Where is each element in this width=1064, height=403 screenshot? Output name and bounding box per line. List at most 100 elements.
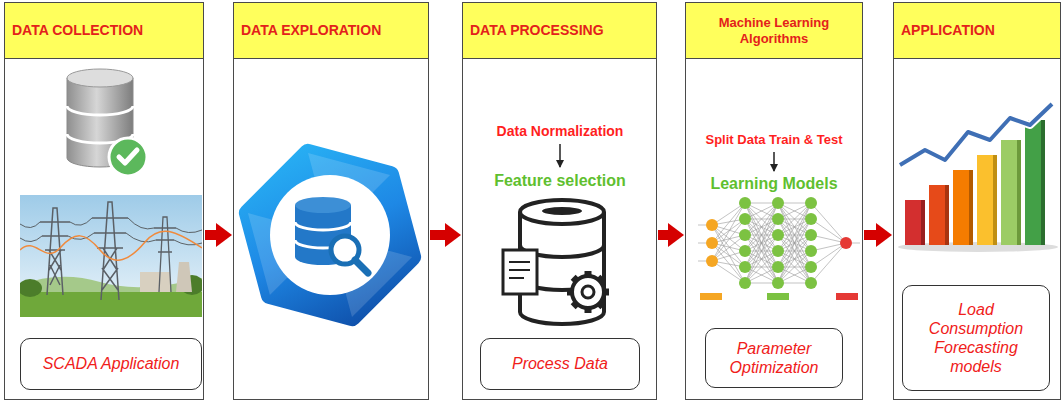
data-exploration-icon xyxy=(355,260,368,273)
power-line-photo xyxy=(20,292,202,317)
neural-network xyxy=(767,293,789,300)
neural-network xyxy=(778,203,811,283)
neural-network xyxy=(852,243,860,244)
growth-bar-chart xyxy=(1041,120,1045,245)
header-band: DATA EXPLORATION xyxy=(234,3,428,59)
neural-network xyxy=(772,277,784,289)
neural-network xyxy=(840,237,852,249)
neural-network xyxy=(772,261,784,273)
step-label: Split Data Train & Test xyxy=(705,132,842,148)
neural-network xyxy=(778,203,811,251)
stage-panel: APPLICATION Load Consumption Forecasting … xyxy=(893,2,1061,400)
neural-network xyxy=(811,219,846,243)
power-line-photo xyxy=(20,195,202,317)
neural-network xyxy=(836,293,858,300)
growth-bar-chart xyxy=(905,200,925,245)
header-band: DATA COLLECTION xyxy=(5,3,203,59)
neural-network xyxy=(698,243,706,244)
result-box: Load Consumption Forecasting models xyxy=(902,285,1050,391)
power-line-photo xyxy=(154,217,176,292)
neural-network xyxy=(772,229,784,241)
growth-bar-chart xyxy=(1001,140,1021,245)
neural-network xyxy=(739,261,751,273)
header-band: Machine Learning Algorithms xyxy=(686,3,862,59)
neural-network xyxy=(706,237,718,249)
growth-bar-chart xyxy=(953,170,973,245)
neural-network xyxy=(739,277,751,289)
neural-network xyxy=(698,225,706,226)
step-label: Feature selection xyxy=(494,171,626,190)
neural-network xyxy=(805,229,817,241)
power-line-photo xyxy=(176,262,192,292)
neural-network xyxy=(706,255,718,267)
growth-bar-chart xyxy=(1017,140,1021,245)
flow-arrow xyxy=(864,230,878,240)
result-text: Load Consumption Forecasting models xyxy=(923,300,1029,377)
data-exploration-icon xyxy=(229,142,431,328)
neural-network xyxy=(739,245,751,257)
growth-bar-chart xyxy=(1025,120,1045,245)
neural-network xyxy=(745,235,778,283)
neural-network xyxy=(805,261,817,273)
neural-network xyxy=(778,235,811,283)
stage-title: DATA PROCESSING xyxy=(470,22,604,39)
flow-arrow xyxy=(205,230,218,240)
database-icon xyxy=(67,69,133,87)
power-line-photo xyxy=(20,231,202,260)
database-gear-icon xyxy=(503,200,609,324)
neural-network xyxy=(739,213,751,225)
neural-network xyxy=(778,235,811,283)
neural-network xyxy=(745,235,778,283)
power-line-photo xyxy=(20,195,202,317)
result-box: SCADA Application xyxy=(20,338,202,390)
neural-network xyxy=(772,213,784,225)
neural-network xyxy=(778,203,811,251)
growth-bar-chart xyxy=(898,104,1058,252)
power-line-photo xyxy=(20,279,42,297)
database-gear-icon xyxy=(582,286,594,298)
growth-bar-chart xyxy=(945,185,949,245)
neural-network xyxy=(706,219,718,231)
growth-bar-chart xyxy=(977,155,997,245)
result-box: Parameter Optimization xyxy=(705,328,843,388)
data-exploration-icon xyxy=(229,142,431,328)
growth-bar-chart xyxy=(929,185,949,245)
neural-network xyxy=(745,203,778,251)
growth-bar-chart xyxy=(993,155,997,245)
stage-title: APPLICATION xyxy=(901,22,995,39)
neural-network xyxy=(805,197,817,209)
neural-network xyxy=(698,261,706,262)
result-text: SCADA Application xyxy=(43,354,180,373)
neural-network xyxy=(739,229,751,241)
growth-bar-chart xyxy=(969,170,973,245)
neural-network xyxy=(805,277,817,289)
database-gear-icon xyxy=(571,275,606,310)
database-icon xyxy=(119,150,137,163)
growth-bar-chart xyxy=(921,200,925,245)
power-line-photo xyxy=(140,272,170,292)
neural-network xyxy=(698,197,860,300)
neural-network xyxy=(805,213,817,225)
step-label: Data Normalization xyxy=(497,123,624,140)
result-text: Process Data xyxy=(512,354,608,373)
neural-network xyxy=(778,203,811,283)
database-gear-icon xyxy=(571,275,606,310)
data-exploration-icon xyxy=(229,142,431,328)
neural-network xyxy=(739,197,751,209)
stage-panel: DATA PROCESSING Process Data xyxy=(462,2,657,400)
flow-arrow xyxy=(658,230,670,240)
flow-arrow xyxy=(559,144,561,167)
data-exploration-icon xyxy=(229,142,431,328)
result-box: Process Data xyxy=(480,338,640,390)
flow-arrow xyxy=(773,152,775,171)
header-band: DATA PROCESSING xyxy=(463,3,656,59)
database-icon xyxy=(67,69,147,176)
database-gear-icon xyxy=(520,200,604,224)
flow-arrow xyxy=(560,144,774,171)
flow-arrow xyxy=(430,230,447,240)
database-gear-icon xyxy=(567,271,609,313)
neural-network xyxy=(700,293,722,300)
power-line-photo xyxy=(20,218,202,245)
data-exploration-icon xyxy=(270,175,390,295)
database-gear-icon xyxy=(542,207,582,215)
